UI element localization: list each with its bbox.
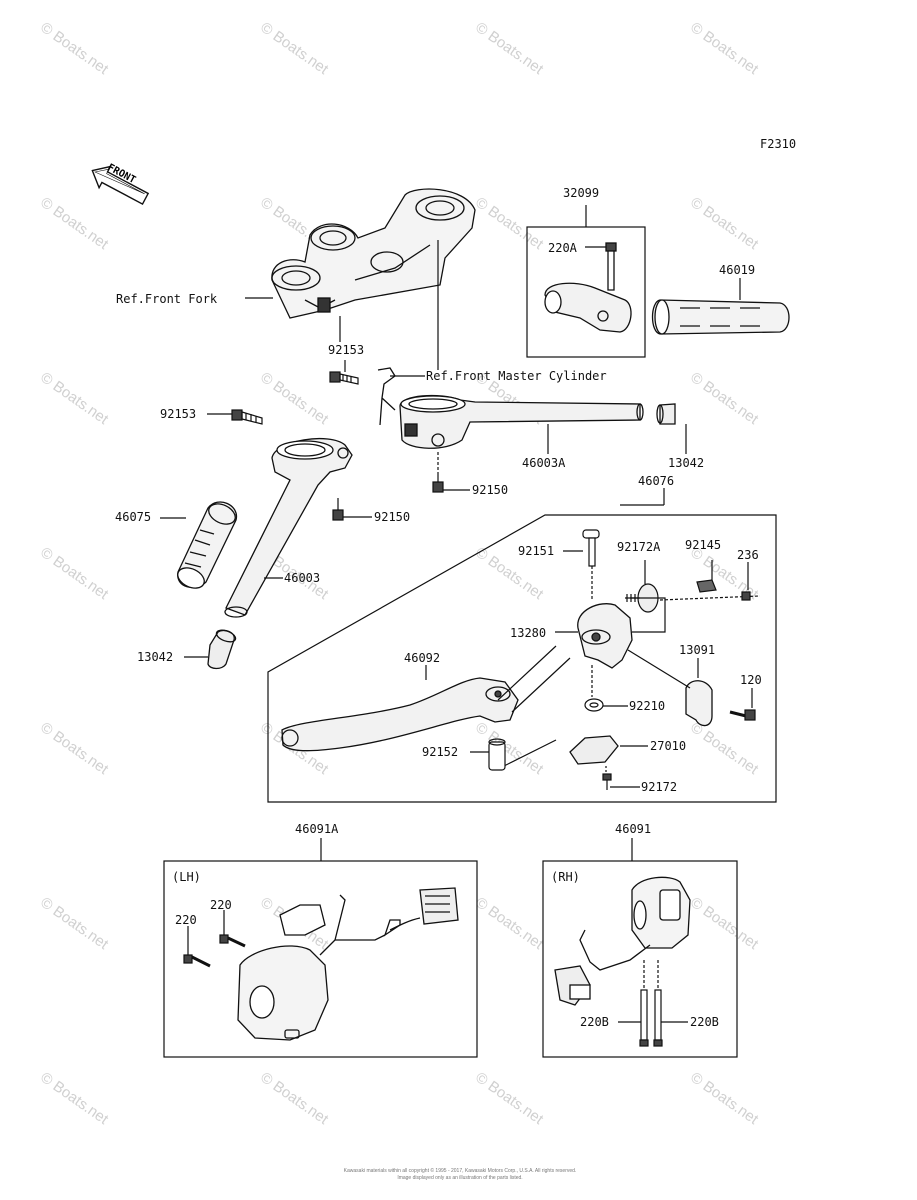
part-236: 236	[737, 548, 759, 562]
screws-220B	[639, 960, 663, 1047]
part-32099: 32099	[563, 186, 600, 200]
master-cylinder-bracket	[377, 367, 396, 426]
box-rh-label: (RH)	[551, 870, 580, 884]
grip-right	[651, 299, 790, 335]
part-220-left: 220	[175, 913, 197, 927]
switch-housing-lh	[237, 887, 459, 1041]
part-220B-right: 220B	[690, 1015, 719, 1029]
part-46003A: 46003A	[522, 456, 566, 470]
bar-end-weight-lower	[207, 629, 237, 670]
front-arrow-icon	[91, 165, 150, 206]
screw-236	[741, 591, 751, 601]
spring-92145	[696, 579, 717, 593]
grip-left	[177, 501, 238, 589]
part-13042-upper: 13042	[668, 456, 705, 470]
screw-220-left	[183, 954, 211, 968]
footer-line-1: Kawasaki materials within all copyright …	[343, 1168, 577, 1174]
bolt-92153-left	[231, 409, 263, 425]
part-92150-right: 92150	[472, 483, 509, 497]
nut-92210	[584, 698, 604, 712]
part-46003: 46003	[284, 571, 321, 585]
switch-27010	[569, 735, 619, 765]
screw-220-right	[219, 934, 246, 948]
bolt-92150-left	[332, 498, 344, 521]
figure-code: F2310	[760, 137, 797, 151]
bolt-92151	[582, 529, 600, 567]
part-13042-lower: 13042	[137, 650, 174, 664]
ref-front-master-cylinder: Ref.Front Master Cylinder	[426, 369, 607, 383]
handlebar-right	[399, 394, 676, 449]
part-46076: 46076	[638, 474, 675, 488]
part-13280: 13280	[510, 626, 547, 640]
collar-92152	[488, 738, 506, 771]
part-220B-left: 220B	[580, 1015, 609, 1029]
part-46075: 46075	[115, 510, 152, 524]
part-46092: 46092	[404, 651, 441, 665]
throttle-pipe	[544, 242, 632, 333]
part-92150-left: 92150	[374, 510, 411, 524]
part-92210: 92210	[629, 699, 666, 713]
part-92172A: 92172A	[617, 540, 661, 554]
part-46019: 46019	[719, 263, 756, 277]
ref-front-fork: Ref.Front Fork	[116, 292, 218, 306]
part-92153-left: 92153	[160, 407, 197, 421]
box-rh	[542, 860, 738, 1058]
bolt-92150-right	[432, 472, 444, 493]
part-92152: 92152	[422, 745, 459, 759]
part-92151: 92151	[518, 544, 555, 558]
footer-line-2: Image displayed only as an illustration …	[397, 1175, 523, 1181]
part-27010: 27010	[650, 739, 687, 753]
switch-housing-rh	[554, 876, 691, 1006]
part-92145: 92145	[685, 538, 722, 552]
bolt-92153-upper	[329, 371, 359, 385]
part-92153-upper: 92153	[328, 343, 365, 357]
clamp-13091	[685, 680, 713, 727]
handlebar-left	[224, 438, 353, 618]
brake-lever	[281, 677, 519, 752]
lever-holder	[577, 603, 633, 669]
screw-92172	[602, 773, 612, 790]
upper-triple-clamp	[271, 188, 476, 319]
part-220A: 220A	[548, 241, 577, 255]
bolt-120	[729, 709, 756, 721]
copyright-footer: Kawasaki materials within all copyright …	[330, 1168, 590, 1182]
box-lh-label: (LH)	[172, 870, 201, 884]
part-92172: 92172	[641, 780, 678, 794]
box-46076	[267, 514, 777, 803]
part-46091: 46091	[615, 822, 652, 836]
part-120: 120	[740, 673, 762, 687]
part-46091A: 46091A	[295, 822, 339, 836]
part-13091: 13091	[679, 643, 716, 657]
part-220-right: 220	[210, 898, 232, 912]
